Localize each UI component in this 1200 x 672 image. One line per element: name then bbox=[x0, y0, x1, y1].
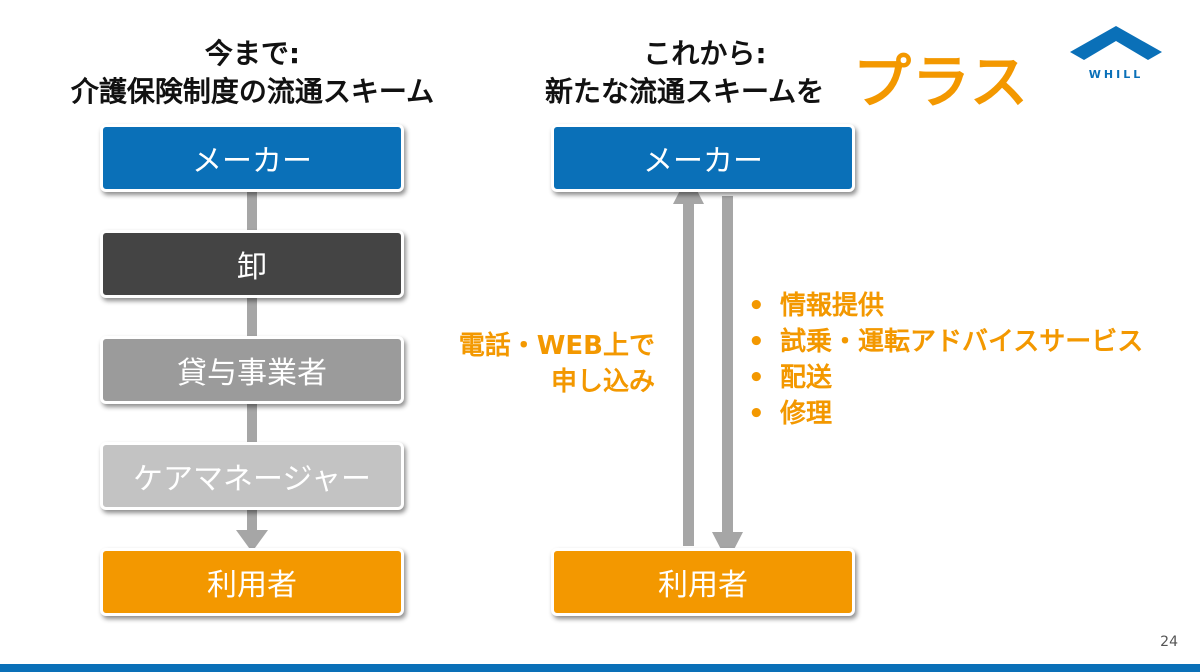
footer-bar bbox=[0, 664, 1200, 672]
request-label: 電話・WEB上で 申し込み bbox=[459, 328, 655, 400]
left-heading-line2: 介護保険制度の流通スキーム bbox=[70, 75, 435, 108]
left-node-care-manager-label: ケアマネージャー bbox=[133, 462, 371, 497]
arrow-head-to-user-icon bbox=[236, 530, 268, 552]
left-heading-line1: 今まで: bbox=[204, 37, 301, 70]
page-number: 24 bbox=[1160, 634, 1178, 650]
left-node-user: 利用者 bbox=[100, 548, 404, 616]
left-node-care-manager: ケアマネージャー bbox=[100, 442, 404, 510]
right-heading-line2: 新たな流通スキームを bbox=[545, 75, 825, 108]
bullet-icon: • bbox=[748, 291, 765, 321]
list-item: • 修理 bbox=[748, 396, 1143, 432]
arrow-up-shaft bbox=[683, 200, 694, 546]
left-node-wholesale: 卸 bbox=[100, 230, 404, 298]
left-node-maker-label: メーカー bbox=[192, 144, 312, 179]
connector-wholesale-rental bbox=[247, 296, 257, 338]
right-node-user-label: 利用者 bbox=[658, 568, 748, 603]
left-node-maker: メーカー bbox=[100, 124, 404, 192]
left-heading: 今まで: 介護保険制度の流通スキーム bbox=[40, 35, 465, 111]
left-node-user-label: 利用者 bbox=[207, 568, 297, 603]
service-label: 情報提供 bbox=[780, 291, 885, 321]
left-node-wholesale-label: 卸 bbox=[237, 250, 267, 285]
list-item: • 情報提供 bbox=[748, 288, 1143, 324]
right-node-user: 利用者 bbox=[551, 548, 855, 616]
list-item: • 配送 bbox=[748, 360, 1143, 396]
right-node-maker: メーカー bbox=[551, 124, 855, 192]
logo-text: WHILL bbox=[1088, 68, 1144, 81]
list-item: • 試乗・運転アドバイスサービス bbox=[748, 324, 1143, 360]
bullet-icon: • bbox=[748, 363, 765, 393]
connector-caremanager-user bbox=[247, 508, 257, 532]
left-node-rental-provider: 貸与事業者 bbox=[100, 336, 404, 404]
right-heading-line1: これから: bbox=[643, 37, 767, 70]
service-label: 配送 bbox=[780, 363, 833, 393]
services-list: • 情報提供 • 試乗・運転アドバイスサービス • 配送 • 修理 bbox=[748, 288, 1143, 432]
connector-rental-caremanager bbox=[247, 402, 257, 442]
service-label: 修理 bbox=[780, 399, 833, 429]
arrow-down-head-icon bbox=[712, 532, 743, 562]
arrow-down-shaft bbox=[722, 196, 733, 536]
service-label: 試乗・運転アドバイスサービス bbox=[780, 327, 1144, 357]
right-node-maker-label: メーカー bbox=[643, 144, 763, 179]
plus-emphasis-text: プラス bbox=[853, 48, 1029, 116]
whill-logo-icon bbox=[1070, 26, 1162, 60]
bullet-icon: • bbox=[748, 399, 765, 429]
request-label-line2: 申し込み bbox=[550, 367, 655, 397]
request-label-line1: 電話・WEB上で bbox=[458, 331, 655, 361]
connector-maker-wholesale bbox=[247, 190, 257, 232]
bullet-icon: • bbox=[748, 327, 765, 357]
left-node-rental-provider-label: 貸与事業者 bbox=[177, 356, 327, 391]
